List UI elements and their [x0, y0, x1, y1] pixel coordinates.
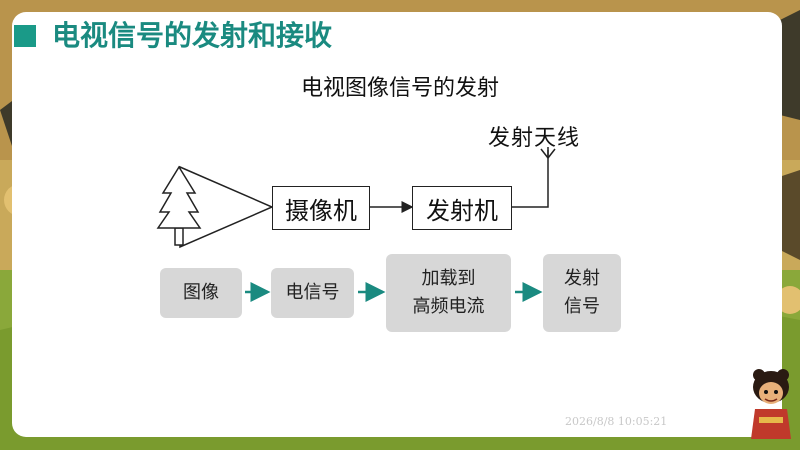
transmitter-label: 发射机: [426, 196, 498, 225]
timestamp-watermark: 2026/8/8 10:05:21: [565, 415, 668, 428]
title-accent-marker: [14, 25, 36, 47]
flow-step-transmit-signal: 发射 信号: [543, 254, 621, 332]
transmitter-box: 发射机: [412, 186, 512, 230]
camera-label: 摄像机: [285, 196, 357, 225]
transmitter-to-antenna-line: [510, 150, 549, 208]
page-title: 电视信号的发射和接收: [52, 19, 333, 52]
diagram-title: 电视图像信号的发射: [300, 76, 499, 101]
mascot-character-icon: [751, 369, 791, 439]
antenna-label: 发射天线: [488, 126, 581, 151]
antenna-icon: [540, 147, 556, 159]
camera-box: 摄像机: [272, 186, 370, 230]
flow-step-load-high-frequency: 加载到 高频电流: [386, 254, 511, 332]
flow-step-electric-signal: 电信号: [271, 268, 354, 318]
tree-icon: [156, 165, 202, 246]
content-card: [12, 12, 782, 437]
flow-step-image: 图像: [160, 268, 242, 318]
